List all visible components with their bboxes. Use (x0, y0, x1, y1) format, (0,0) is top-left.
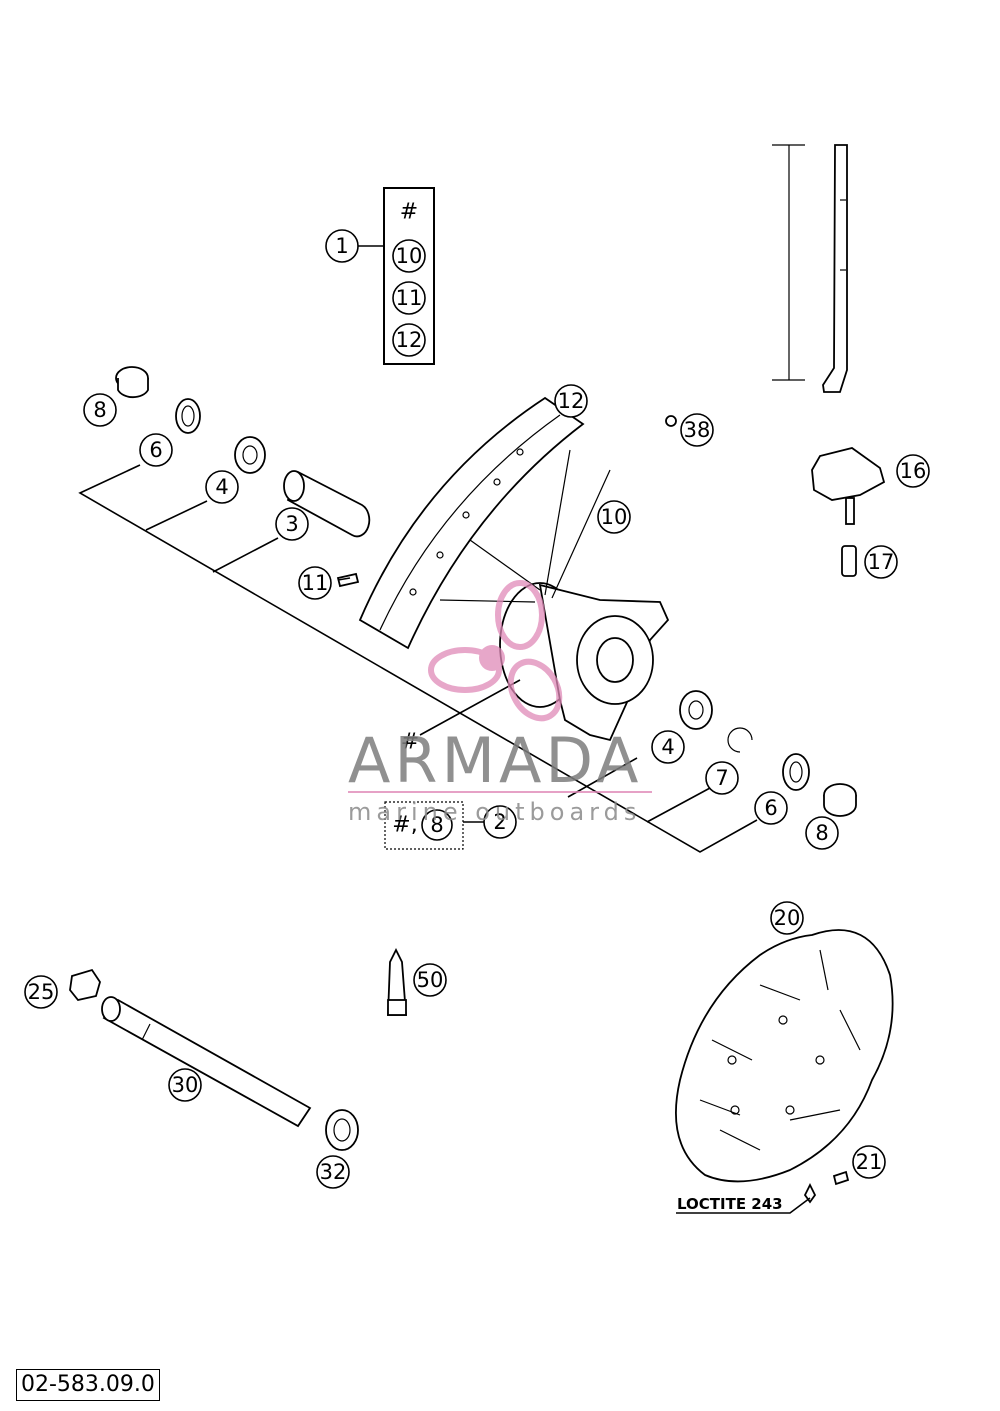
svg-text:8: 8 (815, 821, 828, 845)
rim-illustration (358, 396, 585, 650)
callout-20: 20 (770, 901, 804, 935)
svg-text:50: 50 (417, 968, 444, 992)
kit-box-prefix: #, (392, 813, 417, 838)
svg-text:6: 6 (764, 796, 777, 820)
svg-text:10: 10 (601, 505, 628, 529)
svg-text:30: 30 (172, 1073, 199, 1097)
bearing-4-right (679, 690, 713, 730)
legend-item-10: 10 (392, 239, 426, 273)
nut-25 (69, 968, 101, 1002)
callout-32: 32 (316, 1155, 350, 1189)
callout-50: 50 (413, 963, 447, 997)
seal-8-right (823, 783, 857, 817)
screw-21 (803, 1170, 850, 1204)
watermark: ARMADA marine outboards (348, 580, 652, 826)
seal-6-right (782, 753, 810, 791)
callout-7: 7 (705, 761, 739, 795)
callout-10: 10 (597, 500, 631, 534)
svg-text:8: 8 (93, 398, 106, 422)
svg-text:20: 20 (774, 906, 801, 930)
axle-30 (101, 996, 312, 1128)
svg-text:1: 1 (335, 234, 348, 258)
svg-text:11: 11 (396, 286, 423, 310)
svg-text:12: 12 (396, 328, 423, 352)
svg-text:4: 4 (215, 475, 228, 499)
kit-box: #, 8 (384, 801, 464, 850)
page-code: 02-583.09.0 (16, 1369, 160, 1401)
svg-text:10: 10 (396, 244, 423, 268)
legend-item-12: 12 (392, 323, 426, 357)
svg-text:11: 11 (302, 571, 329, 595)
kit-box-callout-8: 8 (421, 809, 453, 841)
spacer-3 (283, 470, 371, 538)
callout-4-right: 4 (651, 730, 685, 764)
svg-text:17: 17 (868, 550, 895, 574)
watermark-propeller-logo (428, 580, 563, 722)
seal-8-left (115, 366, 149, 399)
callout-12: 12 (554, 384, 588, 418)
tube-50 (387, 947, 407, 1016)
watermark-name: ARMADA (348, 724, 642, 797)
brake-disc-20 (675, 929, 894, 1183)
callout-4-left: 4 (205, 470, 239, 504)
svg-text:16: 16 (900, 459, 927, 483)
plug-38 (665, 415, 677, 427)
svg-text:21: 21 (856, 1150, 883, 1174)
speedo-drive-16 (811, 447, 886, 525)
seal-6-left (175, 398, 201, 434)
svg-text:4: 4 (661, 735, 674, 759)
callout-8-right: 8 (805, 816, 839, 850)
nipple-11 (336, 572, 360, 588)
callout-21: 21 (852, 1145, 886, 1179)
bushing-32 (325, 1109, 359, 1151)
callout-3: 3 (275, 507, 309, 541)
watermark-subtitle: marine outboards (348, 798, 641, 826)
svg-text:7: 7 (715, 766, 728, 790)
legend-hash: # (400, 200, 418, 225)
callout-2: 2 (483, 805, 517, 839)
circlip-7 (727, 727, 753, 753)
svg-text:25: 25 (28, 980, 55, 1004)
svg-text:8: 8 (430, 813, 443, 837)
loctite-label: LOCTITE 243 (677, 1195, 783, 1213)
callout-8-left: 8 (83, 393, 117, 427)
callout-6-right: 6 (754, 791, 788, 825)
bearing-4-left (234, 436, 266, 474)
legend-item-11: 11 (392, 281, 426, 315)
svg-text:6: 6 (149, 438, 162, 462)
callout-17: 17 (864, 545, 898, 579)
callout-6-left: 6 (139, 433, 173, 467)
callout-38: 38 (680, 413, 714, 447)
svg-text:38: 38 (684, 418, 711, 442)
svg-text:32: 32 (320, 1160, 347, 1184)
spoke-illustration (772, 144, 848, 393)
svg-text:2: 2 (493, 810, 506, 834)
callout-25: 25 (24, 975, 58, 1009)
hub-illustration (439, 449, 670, 742)
hub-marker: # (401, 730, 419, 755)
callout-11: 11 (298, 566, 332, 600)
callout-1: 1 (325, 229, 359, 263)
callout-16: 16 (896, 454, 930, 488)
legend-box: # 10 11 12 (358, 187, 435, 365)
svg-text:12: 12 (558, 389, 585, 413)
callout-30: 30 (168, 1068, 202, 1102)
leader-lines (78, 464, 811, 1214)
svg-text:3: 3 (285, 512, 298, 536)
sleeve-17 (841, 545, 857, 577)
